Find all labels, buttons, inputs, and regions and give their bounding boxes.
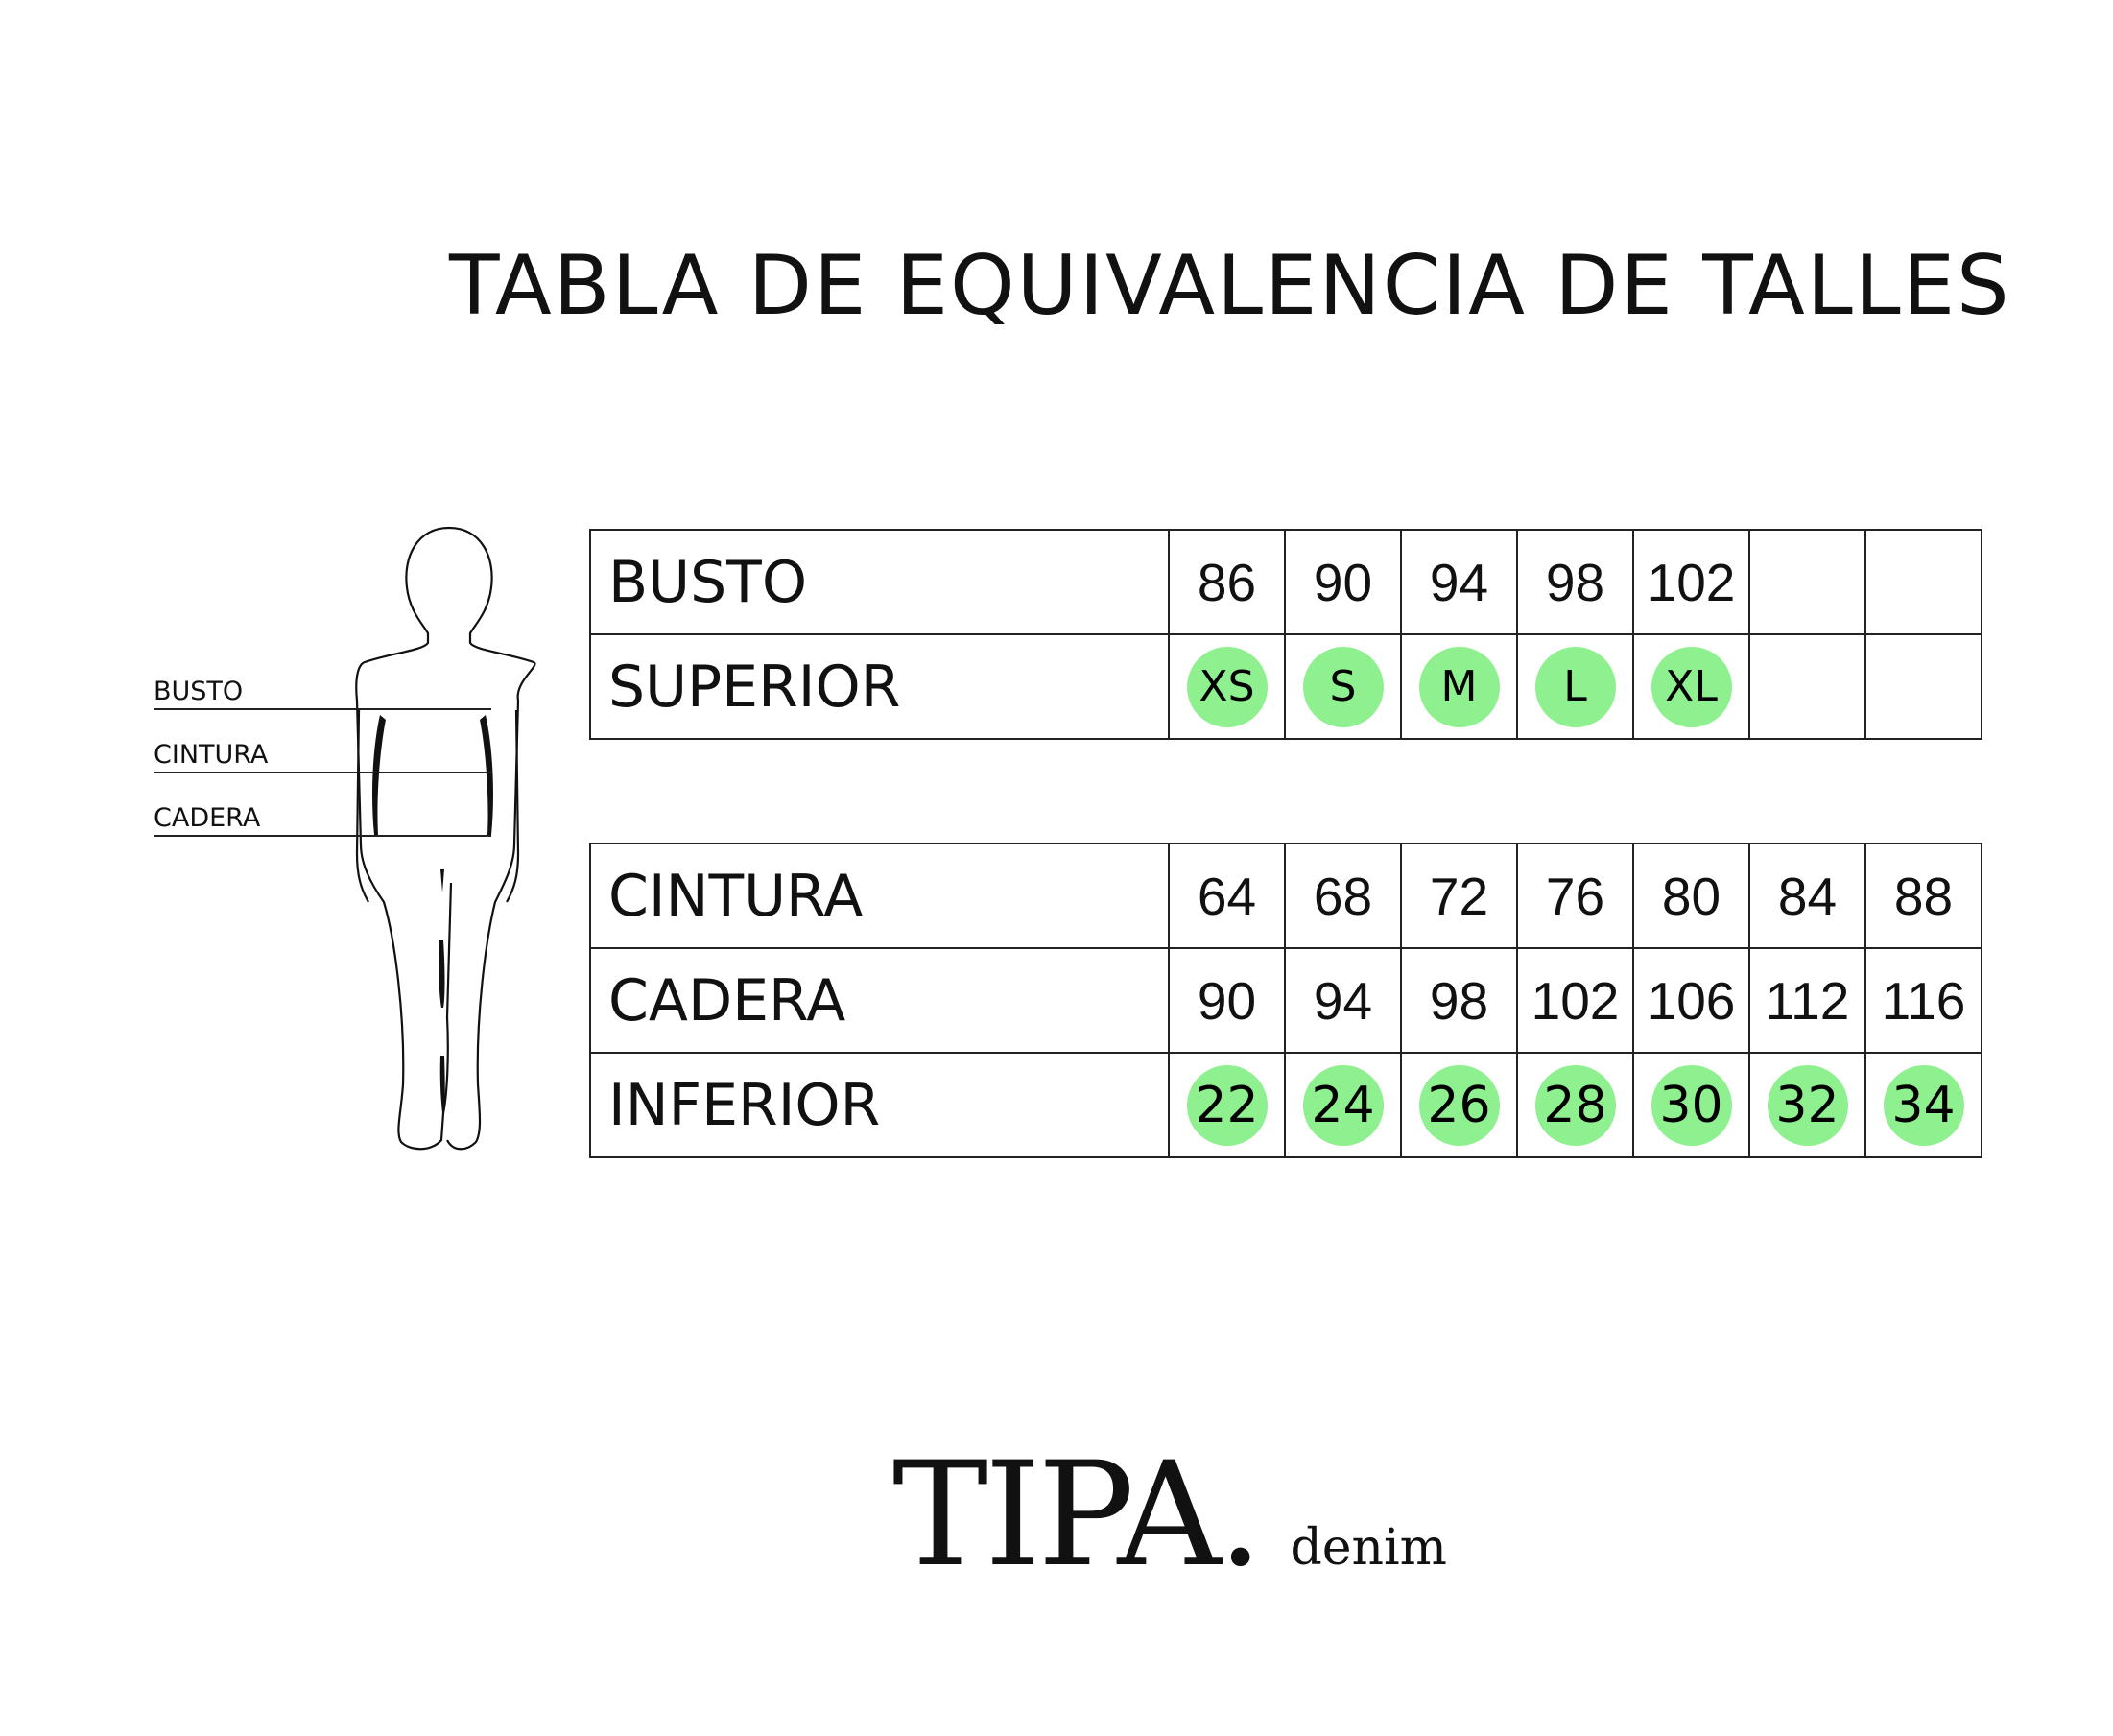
size-badge: L bbox=[1534, 646, 1616, 727]
brand-logo: TIPA. denim bbox=[892, 1432, 1447, 1599]
size-badge: XS bbox=[1186, 646, 1268, 727]
size-badge: XL bbox=[1650, 646, 1732, 727]
cadera-value: 90 bbox=[1168, 947, 1286, 1054]
size-cell: XS bbox=[1168, 633, 1286, 740]
table-row-inferior: INFERIOR 22 24 26 28 30 32 34 bbox=[589, 1052, 1982, 1158]
size-badge: 22 bbox=[1186, 1064, 1268, 1146]
table-row-cintura: CINTURA 64 68 72 76 80 84 88 bbox=[589, 843, 1982, 949]
size-cell: L bbox=[1516, 633, 1634, 740]
brand-name: TIPA bbox=[892, 1432, 1222, 1599]
figure-label-cadera: CADERA bbox=[154, 803, 261, 833]
busto-value: 90 bbox=[1284, 529, 1402, 635]
size-badge: 28 bbox=[1534, 1064, 1616, 1146]
table-row-cadera: CADERA 90 94 98 102 106 112 116 bbox=[589, 947, 1982, 1054]
cintura-value: 84 bbox=[1748, 843, 1866, 949]
busto-value: 86 bbox=[1168, 529, 1286, 635]
table-row-busto: BUSTO 86 90 94 98 102 bbox=[589, 529, 1982, 635]
size-cell: 28 bbox=[1516, 1052, 1634, 1158]
upper-size-table: BUSTO 86 90 94 98 102 SUPERIOR XS S M L … bbox=[589, 529, 1982, 740]
row-label-busto: BUSTO bbox=[589, 529, 1170, 635]
cadera-value: 98 bbox=[1400, 947, 1518, 1054]
size-cell: 32 bbox=[1748, 1052, 1866, 1158]
brand-dot: . bbox=[1217, 1432, 1264, 1599]
cadera-value: 94 bbox=[1284, 947, 1402, 1054]
size-cell: 24 bbox=[1284, 1052, 1402, 1158]
size-cell: M bbox=[1400, 633, 1518, 740]
cadera-value: 102 bbox=[1516, 947, 1634, 1054]
size-badge: 32 bbox=[1767, 1064, 1848, 1146]
busto-measure-line bbox=[154, 708, 491, 710]
cintura-measure-line bbox=[154, 772, 491, 773]
cadera-value: 106 bbox=[1632, 947, 1750, 1054]
size-cell: XL bbox=[1632, 633, 1750, 740]
cintura-value: 64 bbox=[1168, 843, 1286, 949]
size-badge: 24 bbox=[1302, 1064, 1384, 1146]
cadera-value: 116 bbox=[1864, 947, 1982, 1054]
lower-size-table: CINTURA 64 68 72 76 80 84 88 CADERA 90 9… bbox=[589, 843, 1982, 1158]
size-cell: 30 bbox=[1632, 1052, 1750, 1158]
cadera-measure-line bbox=[154, 835, 491, 837]
size-badge: M bbox=[1418, 646, 1500, 727]
empty-cell bbox=[1864, 633, 1982, 740]
table-row-superior: SUPERIOR XS S M L XL bbox=[589, 633, 1982, 740]
row-label-inferior: INFERIOR bbox=[589, 1052, 1170, 1158]
cintura-value: 76 bbox=[1516, 843, 1634, 949]
empty-cell bbox=[1748, 529, 1866, 635]
busto-value: 94 bbox=[1400, 529, 1518, 635]
figure-label-cintura: CINTURA bbox=[154, 740, 269, 770]
row-label-cadera: CADERA bbox=[589, 947, 1170, 1054]
body-silhouette-icon bbox=[355, 526, 536, 1151]
cintura-value: 72 bbox=[1400, 843, 1518, 949]
empty-cell bbox=[1864, 529, 1982, 635]
empty-cell bbox=[1748, 633, 1866, 740]
row-label-cintura: CINTURA bbox=[589, 843, 1170, 949]
size-badge: 30 bbox=[1650, 1064, 1732, 1146]
busto-value: 98 bbox=[1516, 529, 1634, 635]
size-cell: S bbox=[1284, 633, 1402, 740]
size-badge: 34 bbox=[1883, 1064, 1964, 1146]
body-figure-diagram bbox=[144, 518, 547, 1171]
size-badge: 26 bbox=[1418, 1064, 1500, 1146]
busto-value: 102 bbox=[1632, 529, 1750, 635]
cintura-value: 80 bbox=[1632, 843, 1750, 949]
brand-subtitle: denim bbox=[1290, 1519, 1447, 1577]
size-cell: 34 bbox=[1864, 1052, 1982, 1158]
figure-label-busto: BUSTO bbox=[154, 677, 244, 706]
row-label-superior: SUPERIOR bbox=[589, 633, 1170, 740]
size-cell: 26 bbox=[1400, 1052, 1518, 1158]
page-title: TABLA DE EQUIVALENCIA DE TALLES bbox=[449, 238, 2011, 334]
size-badge: S bbox=[1302, 646, 1384, 727]
size-cell: 22 bbox=[1168, 1052, 1286, 1158]
cintura-value: 68 bbox=[1284, 843, 1402, 949]
cintura-value: 88 bbox=[1864, 843, 1982, 949]
cadera-value: 112 bbox=[1748, 947, 1866, 1054]
